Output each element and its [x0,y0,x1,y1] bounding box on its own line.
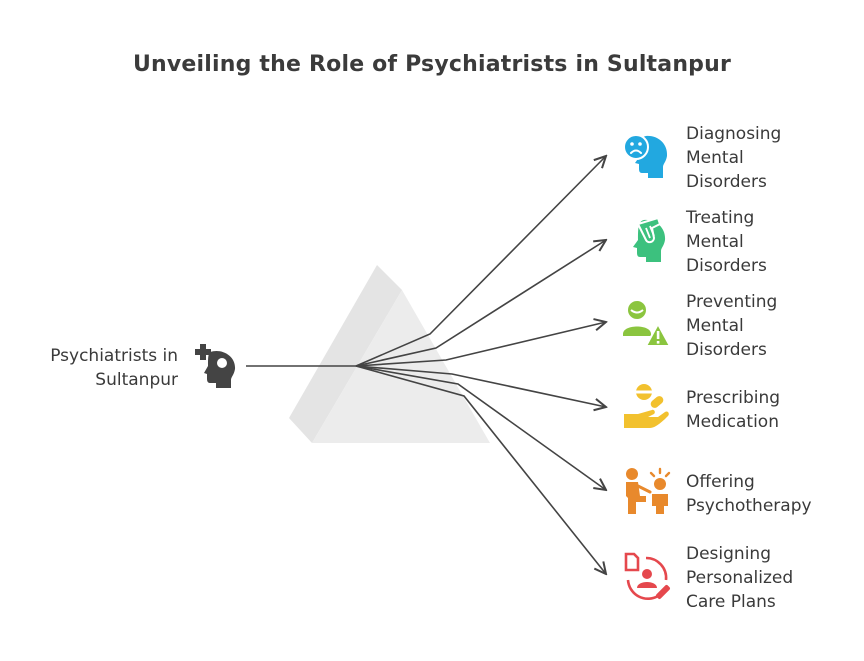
hand-pills-icon [624,384,669,428]
ray-arrow-1 [355,156,606,367]
item-label-line: Prescribing [686,388,781,408]
item-label-treating: Treating Mental Disorders [686,206,767,278]
item-label-prescribing: Prescribing Medication [686,386,780,434]
ray-arrow-3 [355,322,606,367]
ray-arrow-2 [355,240,606,367]
item-label-line: Mental [686,232,744,252]
item-label-line: Mental [686,148,744,168]
source-label-line: Psychiatrists in [50,346,178,366]
item-label-offering: Offering Psychotherapy [686,470,812,518]
item-label-line: Mental [686,316,744,336]
item-label-line: Disorders [686,172,767,192]
page-title: Unveiling the Role of Psychiatrists in S… [132,52,732,77]
item-label-line: Offering [686,472,755,492]
item-label-line: Treating [686,208,755,228]
item-label-line: Disorders [686,256,767,276]
item-label-line: Medication [686,412,779,432]
item-label-line: Disorders [686,340,767,360]
item-label-diagnosing: Diagnosing Mental Disorders [686,122,781,194]
item-label-line: Designing [686,544,771,564]
person-warning-icon [623,301,672,347]
item-label-line: Care Plans [686,592,776,612]
ray-arrow-6 [355,365,606,574]
care-plan-icon [624,552,670,600]
prism-back-face [289,265,402,443]
sad-head-icon [623,134,668,178]
item-label-preventing: Preventing Mental Disorders [686,290,777,362]
ray-arrow-4 [355,365,606,407]
hand-head-icon [633,216,666,262]
ray-arrow-5 [355,365,606,490]
source-label-line: Sultanpur [95,370,178,390]
prism-front-face [312,290,490,443]
head-medical-cross-icon [195,344,236,388]
item-label-line: Personalized [686,568,794,588]
ray-group [355,156,606,574]
source-label: Psychiatrists in Sultanpur [20,344,178,392]
therapy-session-icon [626,467,671,514]
item-label-line: Psychotherapy [686,496,812,516]
item-label-designing: Designing Personalized Care Plans [686,542,793,614]
item-label-line: Preventing [686,292,778,312]
item-label-line: Diagnosing [686,124,782,144]
